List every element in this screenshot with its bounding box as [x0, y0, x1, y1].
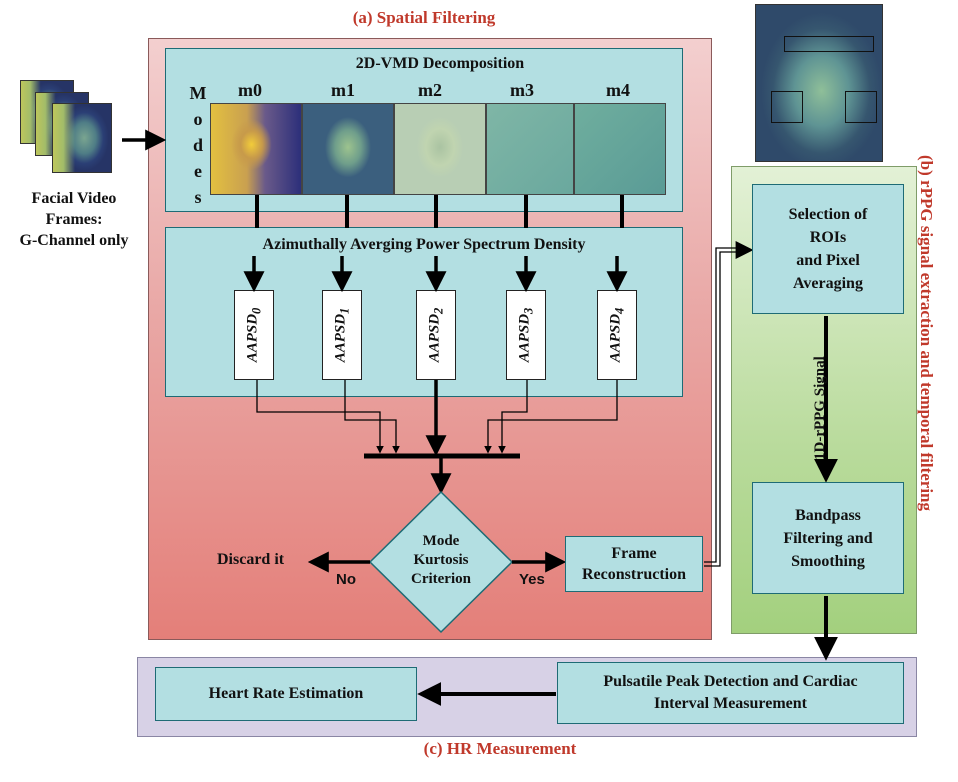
- mode-image-m0: [210, 103, 302, 195]
- recon-to-roi-line: [704, 247, 742, 567]
- roi-box-line: ROIs: [809, 229, 847, 246]
- no-label: No: [336, 571, 356, 588]
- input-label-line-3: G-Channel only: [19, 232, 129, 249]
- psd-title: Azimuthally Averging Power Spectrum Dens…: [262, 236, 586, 253]
- panel-c-title: (c) HR Measurement: [423, 739, 577, 758]
- decision-line: Kurtosis: [413, 552, 469, 568]
- mode-image-m2: [394, 103, 486, 195]
- modes-letter: M: [189, 83, 207, 103]
- input-label: Facial Video Frames: G-Channel only: [4, 188, 144, 251]
- mode-label-m2: m2: [418, 80, 442, 100]
- bandpass-line: Smoothing: [791, 552, 865, 570]
- input-label-line-1: Facial Video: [31, 190, 117, 207]
- modes-letter: d: [192, 135, 203, 155]
- mode-label-m1: m1: [331, 80, 355, 100]
- aapsd-box-4: AAPSD4: [597, 290, 637, 380]
- peak-box-line: Pulsatile Peak Detection and Cardiac: [603, 673, 858, 690]
- mode-image-m4: [574, 103, 666, 195]
- roi-box-line: Selection of: [788, 206, 868, 223]
- mode-label-m0: m0: [238, 80, 262, 100]
- modes-letter: e: [194, 161, 202, 181]
- frame-recon-line: Reconstruction: [582, 566, 686, 583]
- frame-reconstruction-box: Frame Reconstruction: [565, 536, 703, 592]
- peak-detection-box: Pulsatile Peak Detection and Cardiac Int…: [557, 662, 904, 724]
- input-frames-stack: [20, 80, 120, 173]
- mode-label-m4: m4: [606, 80, 630, 100]
- roi-box-line: and Pixel: [796, 252, 860, 269]
- decision-line: Mode: [422, 533, 460, 549]
- roi-selection-box: Selection of ROIs and Pixel Averaging: [752, 184, 904, 314]
- bandpass-filter-box: Bandpass Filtering and Smoothing: [752, 482, 904, 594]
- merge-lines: [256, 380, 618, 454]
- yes-label: Yes: [519, 571, 545, 588]
- decision-diamond: [368, 490, 514, 634]
- aapsd-box-1: AAPSD1: [322, 290, 362, 380]
- heart-rate-estimation-box: Heart Rate Estimation: [155, 667, 417, 721]
- vmd-title: 2D-VMD Decomposition: [355, 55, 525, 72]
- panel-a-title: (a) Spatial Filtering: [352, 8, 496, 27]
- roi-box-line: Averaging: [793, 275, 863, 292]
- bandpass-line: Filtering and: [783, 529, 873, 547]
- peak-box-line: Interval Measurement: [654, 695, 807, 712]
- face-roi-image: [755, 4, 883, 162]
- frame-recon-line: Frame: [611, 545, 657, 562]
- mode-image-m1: [302, 103, 394, 195]
- bandpass-line: Bandpass: [795, 506, 861, 524]
- decision-text: Mode Kurtosis Criterion: [386, 532, 496, 589]
- aapsd-box-0: AAPSD0: [234, 290, 274, 380]
- discard-label: Discard it: [217, 551, 285, 568]
- rppg-signal-label: 1D-rPPG Signal: [812, 356, 828, 460]
- aapsd-box-2: AAPSD2: [416, 290, 456, 380]
- mode-label-m3: m3: [510, 80, 534, 100]
- input-label-line-2: Frames:: [45, 211, 103, 228]
- modes-letter: s: [194, 187, 202, 207]
- decision-line: Criterion: [411, 571, 471, 587]
- mode-image-m3: [486, 103, 574, 195]
- modes-letter: o: [193, 109, 203, 129]
- modes-vertical-label: M o d e s: [186, 80, 210, 210]
